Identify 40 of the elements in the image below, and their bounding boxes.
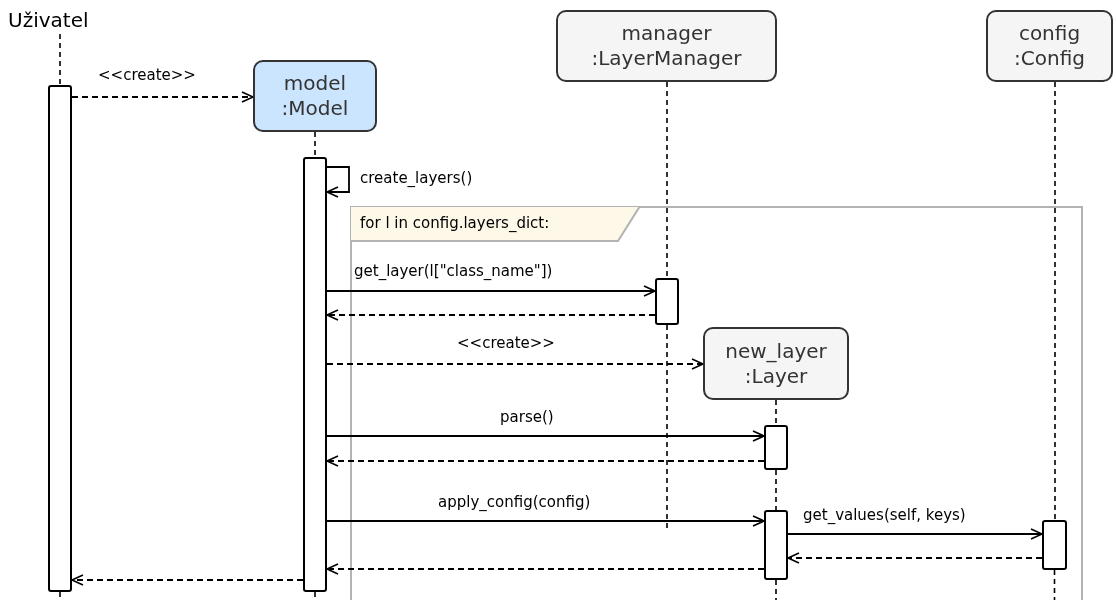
return-arrow [326,358,704,370]
return-arrow [326,309,656,321]
lifeline [775,399,777,426]
message-arrow [326,430,765,442]
lifeline [775,469,777,511]
message-label: get_layer(l["class_name"]) [352,262,555,280]
activation-bar [1042,520,1067,570]
lifeline [1053,569,1056,600]
lifeline [775,579,777,600]
message-arrow [787,528,1043,540]
participant-box: config :Config [986,10,1113,82]
message-arrow [326,166,350,198]
participant-name: Uživatel [8,8,89,32]
message-label: create_layers() [358,169,475,187]
message-label: apply_config(config) [436,493,593,511]
lifeline [314,131,316,158]
participant-box: model :Model [253,60,377,132]
lifeline [666,324,668,531]
return-arrow [326,455,765,467]
activation-bar [764,425,788,470]
activation-bar [655,278,679,325]
return-arrow [787,552,1043,564]
participant-box: new_layer :Layer [703,327,849,400]
activation-bar [764,510,788,580]
message-arrow [326,285,656,297]
participant-box: manager :LayerManager [556,10,777,82]
return-arrow [326,563,765,575]
message-label: get_values(self, keys) [801,506,968,524]
return-arrow [71,574,304,586]
message-arrow [326,515,765,527]
lifeline [59,591,61,600]
return-arrow [71,91,254,103]
activation-bar [303,157,327,592]
lifeline [314,591,316,600]
lifeline [59,33,61,86]
lifeline [1054,81,1056,521]
message-label: parse() [498,408,556,426]
loop-condition: for l in config.layers_dict: [360,214,550,232]
activation-bar [48,85,72,592]
lifeline [666,81,668,279]
